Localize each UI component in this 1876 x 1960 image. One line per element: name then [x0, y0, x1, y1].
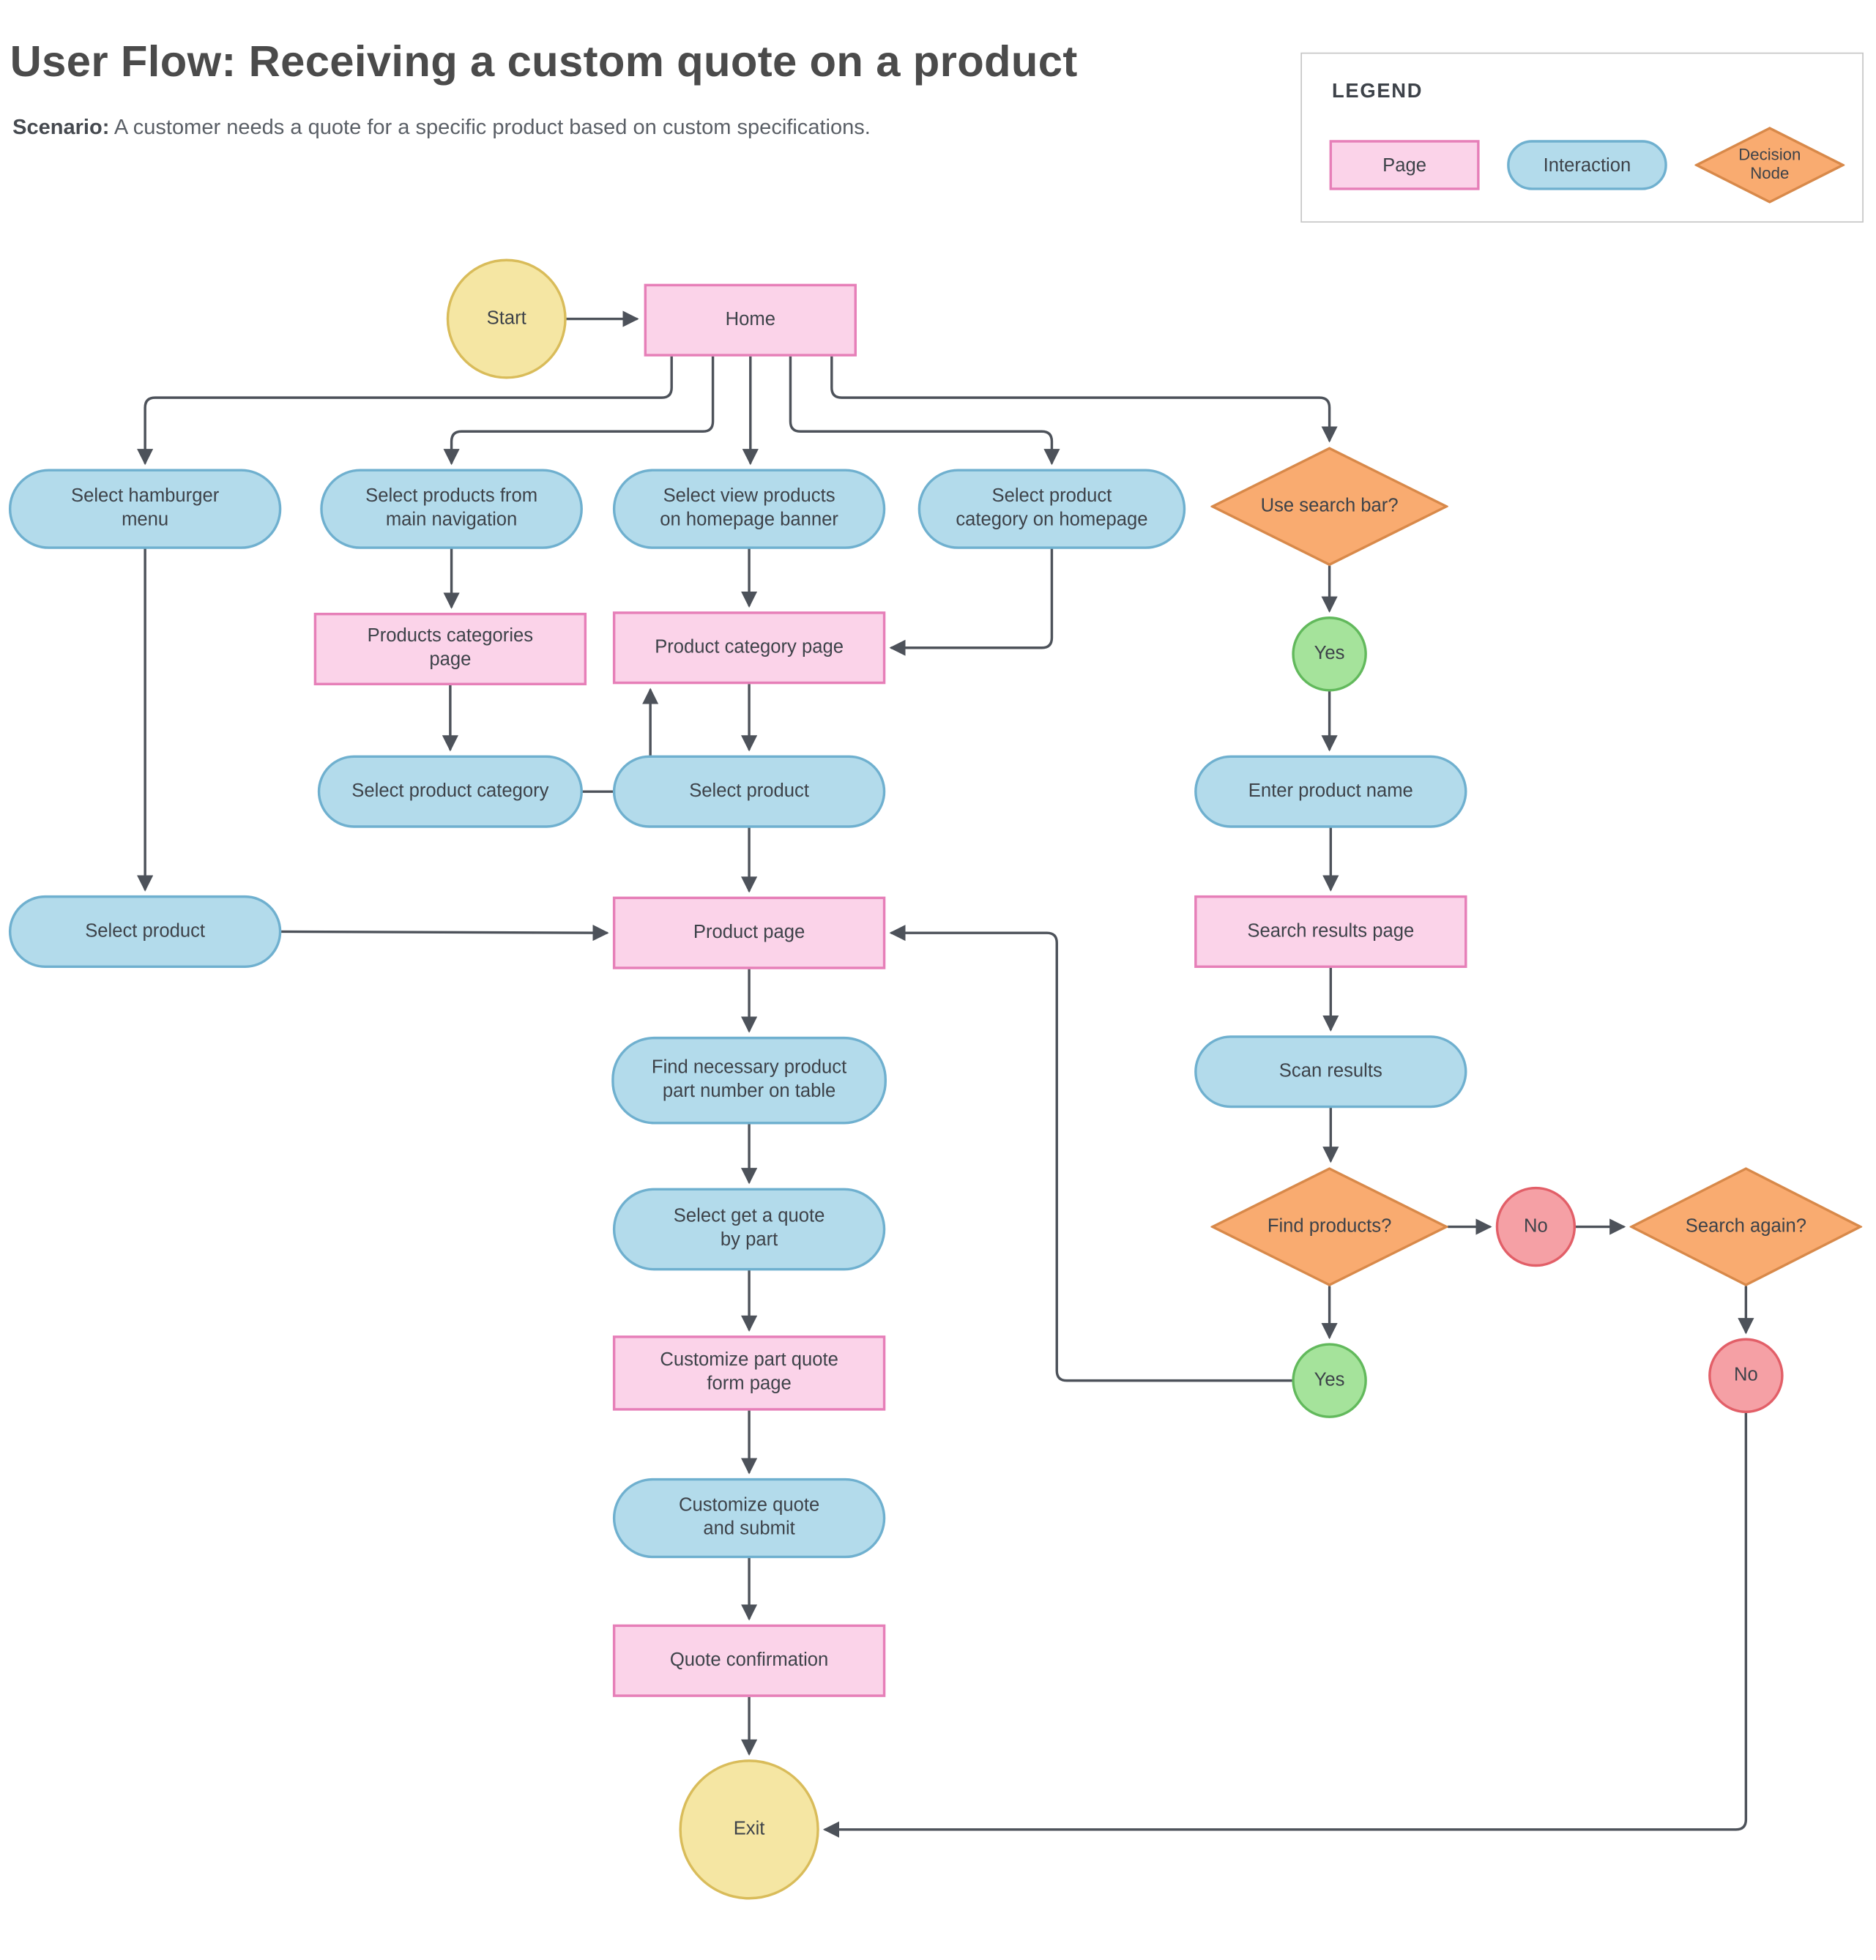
- edge-no-search-again-to-exit-terminal: [822, 1412, 1748, 1838]
- node-label: Home: [725, 308, 775, 330]
- product-category-page: Product category page: [612, 611, 886, 685]
- edge-home-page-to-select-product-category-on-homepage: [789, 355, 1060, 466]
- find-products-decision-diamond-shape: [1210, 1167, 1448, 1286]
- edge-select-product-category-on-homepage-to-product-category-page: [889, 548, 1054, 656]
- search-again-decision: Search again?: [1629, 1167, 1863, 1287]
- products-categories-page: Products categories page: [313, 612, 587, 685]
- yes-use-search: Yes: [1292, 616, 1367, 692]
- page-title: User Flow: Receiving a custom quote on a…: [10, 37, 1078, 86]
- select-product-category: Select product category: [317, 755, 583, 828]
- node-label: Find products?: [1267, 1215, 1392, 1237]
- legend: LEGEND Page Interaction Decision Node: [1300, 52, 1864, 223]
- node-label: Search again?: [1685, 1215, 1806, 1237]
- node-label: Use search bar?: [1260, 494, 1399, 516]
- legend-title: LEGEND: [1332, 81, 1423, 103]
- node-label: Start: [486, 307, 526, 329]
- no-search-again: No: [1708, 1338, 1784, 1414]
- start-terminal: Start: [446, 258, 567, 379]
- select-hamburger-menu: Select hamburger menu: [8, 469, 282, 549]
- edge-home-page-to-select-hamburger-menu: [137, 355, 673, 466]
- node-label: Select product category: [351, 780, 549, 802]
- node-label: Select view products on homepage banner: [660, 485, 838, 531]
- no-find-products: No: [1495, 1186, 1577, 1267]
- scenario-line: Scenario: A customer needs a quote for a…: [12, 115, 871, 140]
- select-product-mid: Select product: [612, 755, 886, 828]
- search-again-decision-diamond-shape: [1629, 1167, 1863, 1286]
- node-label: Select product category on homepage: [956, 485, 1148, 531]
- node-label: Exit: [733, 1817, 765, 1839]
- node-label: No: [1524, 1215, 1548, 1237]
- scenario-label: Scenario:: [12, 115, 110, 139]
- edge-yes-find-products-to-product-page: [889, 925, 1294, 1382]
- node-label: No: [1733, 1363, 1758, 1385]
- legend-decision-label: Decision Node: [1738, 145, 1801, 183]
- legend-page-label: Page: [1382, 154, 1427, 176]
- node-label: Product page: [693, 921, 805, 943]
- product-page: Product page: [612, 896, 886, 969]
- node-label: Select hamburger menu: [71, 485, 220, 531]
- exit-terminal: Exit: [679, 1759, 819, 1900]
- search-results-page: Search results page: [1194, 895, 1467, 968]
- use-search-bar-decision-diamond-shape: [1210, 447, 1448, 567]
- node-label: Yes: [1314, 1368, 1345, 1390]
- edge-select-product-left-to-product-page: [280, 924, 609, 942]
- legend-interaction-label: Interaction: [1543, 154, 1631, 176]
- yes-find-products: Yes: [1292, 1343, 1367, 1418]
- customize-quote-and-submit: Customize quote and submit: [612, 1478, 886, 1559]
- home-page: Home: [644, 283, 857, 357]
- node-label: Yes: [1314, 642, 1345, 664]
- select-get-a-quote-by-part: Select get a quote by part: [612, 1188, 886, 1271]
- legend-interaction-swatch: Interaction: [1507, 140, 1667, 190]
- legend-page-swatch: Page: [1329, 140, 1480, 190]
- legend-decision-diamond-icon: [1694, 127, 1845, 204]
- node-label: Select products from main navigation: [365, 485, 538, 531]
- node-label: Enter product name: [1248, 780, 1413, 802]
- enter-product-name: Enter product name: [1194, 755, 1467, 828]
- legend-decision-swatch: Decision Node: [1694, 127, 1845, 204]
- node-label: Select product: [689, 780, 809, 802]
- node-label: Search results page: [1247, 920, 1415, 942]
- scan-results: Scan results: [1194, 1035, 1467, 1108]
- select-products-from-main-navigation: Select products from main navigation: [320, 469, 583, 549]
- legend-items: Page Interaction Decision Node: [1329, 127, 1850, 204]
- scenario-description: A customer needs a quote for a specific …: [113, 115, 871, 139]
- node-label: Quote confirmation: [669, 1649, 829, 1671]
- select-product-left: Select product: [8, 895, 282, 968]
- node-label: Select product: [85, 920, 206, 942]
- find-products-decision: Find products?: [1210, 1167, 1448, 1287]
- customize-part-quote-form-page: Customize part quote form page: [612, 1335, 886, 1411]
- edge-home-page-to-use-search-bar-decision: [830, 355, 1338, 443]
- node-label: Select get a quote by part: [673, 1205, 825, 1251]
- node-label: Customize quote and submit: [678, 1494, 820, 1540]
- select-product-category-on-homepage: Select product category on homepage: [917, 469, 1186, 549]
- find-part-number-on-table: Find necessary product part number on ta…: [611, 1036, 887, 1125]
- node-label: Find necessary product part number on ta…: [651, 1057, 847, 1102]
- quote-confirmation-page: Quote confirmation: [612, 1624, 886, 1697]
- node-label: Customize part quote form page: [660, 1349, 838, 1395]
- node-label: Scan results: [1278, 1059, 1382, 1081]
- edge-home-page-to-select-products-from-main-navigation: [443, 355, 715, 466]
- use-search-bar-decision: Use search bar?: [1210, 447, 1448, 567]
- node-label: Products categories page: [367, 625, 534, 671]
- select-view-products-on-homepage-banner: Select view products on homepage banner: [612, 469, 886, 549]
- node-label: Product category page: [655, 636, 844, 657]
